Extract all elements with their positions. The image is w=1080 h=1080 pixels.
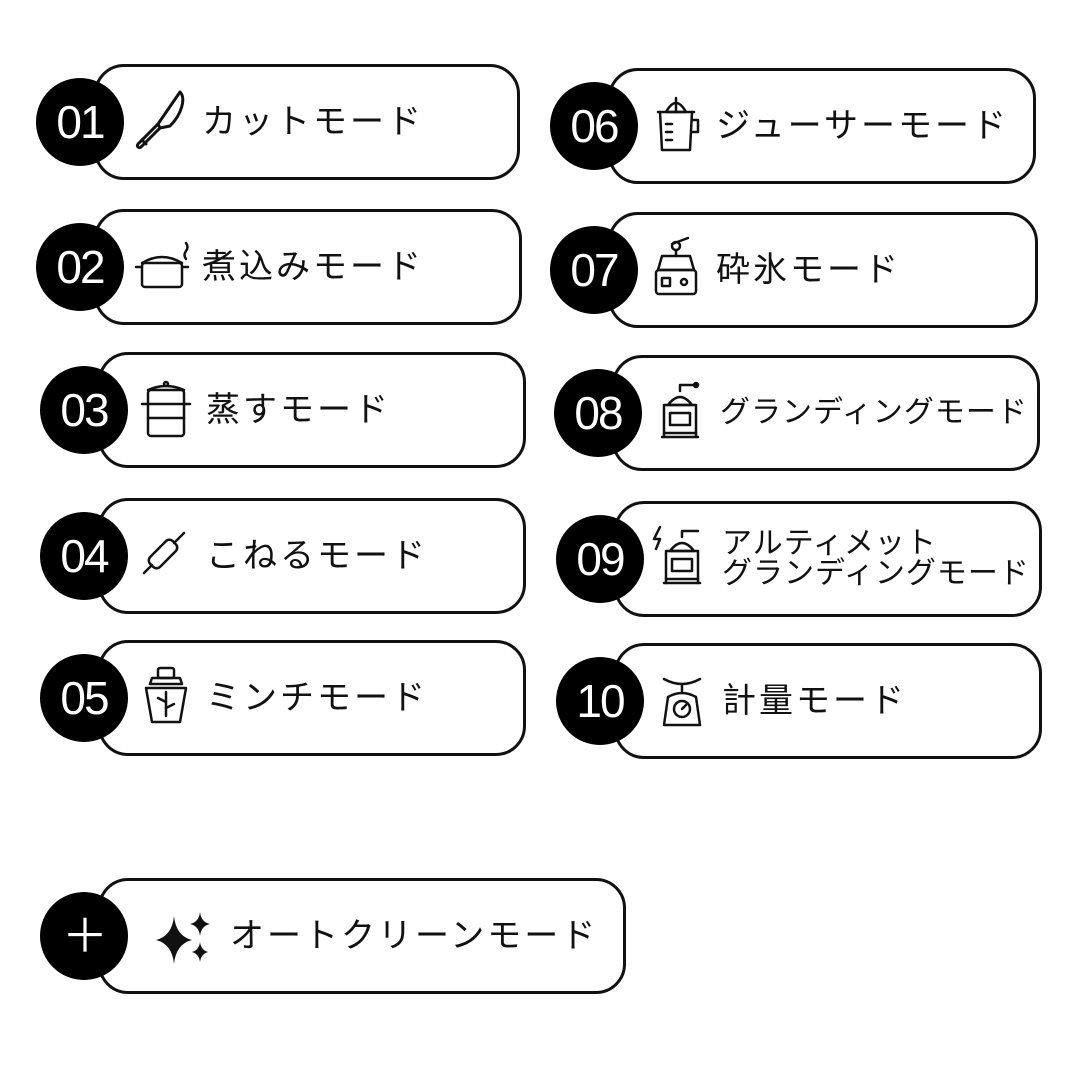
mode-label: オートクリーンモード — [230, 916, 599, 956]
mode-label: 蒸すモード — [206, 390, 391, 430]
rolling-pin-icon — [134, 522, 198, 586]
mode-label: 煮込みモード — [202, 247, 424, 287]
mode-label: 砕氷モード — [716, 250, 901, 290]
mode-weigh-button[interactable]: 10 計量モード — [556, 643, 1042, 759]
mode-label: グランディングモード — [720, 395, 1028, 430]
mode-knead-button[interactable]: 04 こねるモード — [40, 498, 526, 614]
mode-card — [94, 64, 520, 180]
mode-mince-button[interactable]: 05 ミンチモード — [40, 640, 526, 756]
mincer-icon — [134, 664, 198, 728]
mode-number-badge: 10 — [556, 657, 644, 745]
mode-label: アルティメット グランディングモード — [722, 526, 1030, 591]
ultimate-grinder-icon — [650, 525, 714, 589]
mode-label: ミンチモード — [206, 678, 428, 718]
mode-number-badge: 05 — [40, 654, 128, 742]
scale-icon — [650, 667, 714, 731]
mode-label: 計量モード — [722, 681, 907, 721]
grinder-icon — [648, 379, 712, 443]
mode-label: ジューサーモード — [716, 106, 1009, 146]
mode-number-badge: 08 — [554, 369, 642, 457]
mode-label: こねるモード — [206, 536, 428, 576]
steamer-icon — [134, 376, 198, 440]
mode-number-badge: 01 — [36, 78, 124, 166]
mode-label: カットモード — [202, 102, 424, 142]
juicer-icon — [644, 92, 708, 156]
pot-icon — [130, 233, 194, 297]
mode-card — [98, 352, 526, 468]
mode-card — [94, 209, 522, 325]
mode-cut-button[interactable]: 01 カットモード — [36, 64, 520, 180]
mode-card — [98, 640, 526, 756]
mode-number-badge: 03 — [40, 366, 128, 454]
mode-number-badge: 04 — [40, 512, 128, 600]
mode-juicer-button[interactable]: 06 ジューサーモード — [550, 68, 1036, 184]
mode-number-badge: 09 — [556, 515, 644, 603]
mode-card — [98, 878, 626, 994]
mode-auto-clean-button[interactable]: ＋ オートクリーンモード — [40, 878, 626, 994]
ice-crusher-icon — [644, 236, 708, 300]
sparkle-icon — [152, 906, 216, 970]
mode-ice-crush-button[interactable]: 07 砕氷モード — [550, 212, 1038, 328]
plus-badge: ＋ — [40, 892, 128, 980]
mode-grinding-button[interactable]: 08 グランディングモード — [554, 355, 1040, 471]
mode-number-badge: 02 — [36, 223, 124, 311]
mode-simmer-button[interactable]: 02 煮込みモード — [36, 209, 522, 325]
knife-icon — [130, 88, 194, 152]
mode-steam-button[interactable]: 03 蒸すモード — [40, 352, 526, 468]
mode-number-badge: 06 — [550, 82, 638, 170]
mode-number-badge: 07 — [550, 226, 638, 314]
mode-ultimate-grinding-button[interactable]: 09 アルティメット グランディングモード — [556, 501, 1042, 617]
